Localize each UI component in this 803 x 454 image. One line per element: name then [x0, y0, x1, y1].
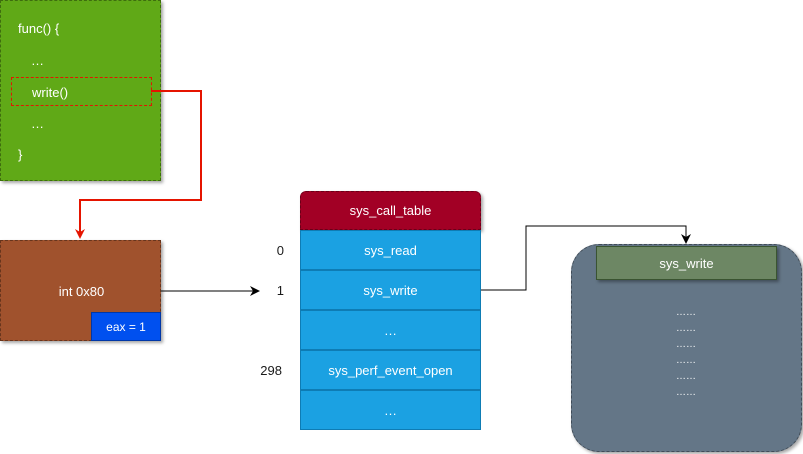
interrupt-label: int 0x80 — [58, 284, 105, 299]
detail-dots-5: …… — [676, 371, 696, 382]
table-cell-ellipsis-1: … — [300, 310, 481, 350]
detail-dots-4: …… — [676, 355, 696, 366]
detail-dots-2: …… — [676, 323, 696, 334]
table-cell-ellipsis-2: … — [300, 390, 481, 430]
code-line-func-open: func() { — [18, 21, 60, 36]
func-code-box: func() { … write() … } — [0, 0, 161, 181]
table-index-0: 0 — [276, 243, 284, 258]
code-line-ellipsis-1: … — [31, 53, 44, 68]
code-line-func-close: } — [18, 147, 23, 162]
code-line-ellipsis-2: … — [31, 116, 44, 131]
eax-register-box: eax = 1 — [91, 312, 161, 341]
connector-write-to-interrupt — [75, 90, 202, 239]
detail-dots-1: …… — [676, 307, 696, 318]
interrupt-box: int 0x80 eax = 1 — [0, 240, 161, 341]
sys-call-table-header: sys_call_table — [300, 191, 481, 230]
sys-write-detail-box: sys_write …… …… …… …… …… …… — [571, 244, 802, 452]
table-cell-sys-read: sys_read — [300, 230, 481, 270]
table-index-298: 298 — [260, 363, 282, 378]
table-cell-sys-write: sys_write — [300, 270, 481, 310]
detail-dots-3: …… — [676, 339, 696, 350]
code-line-write-call: write() — [32, 85, 69, 100]
table-cell-sys-perf-event-open: sys_perf_event_open — [300, 350, 481, 390]
sys-write-detail-title: sys_write — [596, 246, 777, 280]
table-index-1: 1 — [276, 283, 284, 298]
detail-dots-6: …… — [676, 387, 696, 398]
connector-table-to-detail — [481, 225, 691, 291]
